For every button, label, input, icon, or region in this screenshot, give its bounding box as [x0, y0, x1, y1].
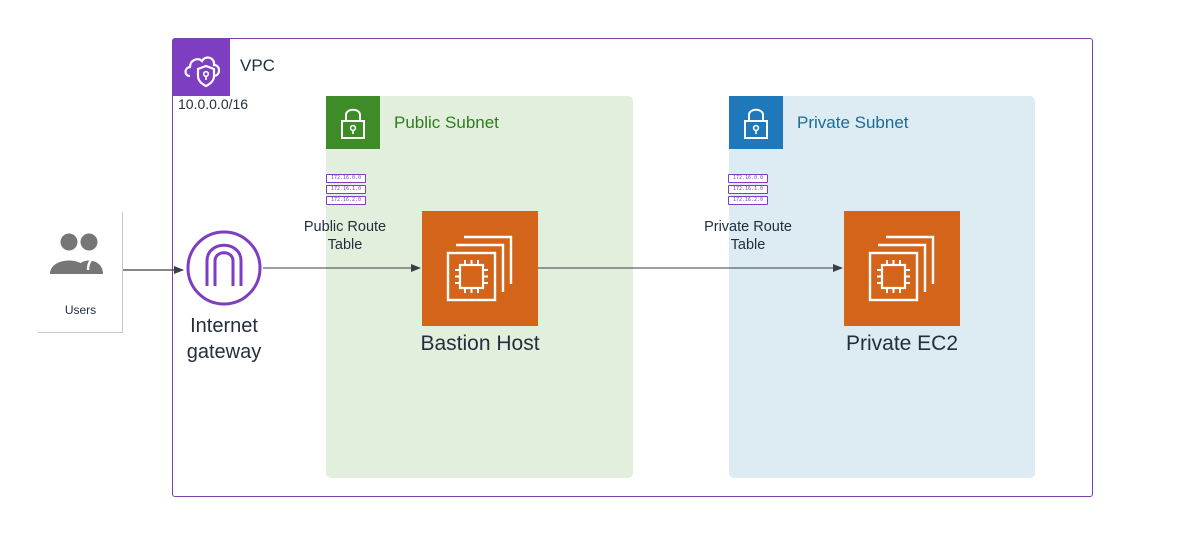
public-subnet-label: Public Subnet — [394, 113, 499, 132]
route-entry: 172.16.0.0 — [728, 174, 768, 183]
vpc-cidr: 10.0.0.0/16 — [178, 96, 249, 112]
public-subnet-lock-icon — [326, 96, 380, 149]
private-route-table-label: Private Route Table — [704, 219, 792, 253]
public-route-table-label: Public Route Table — [303, 219, 387, 253]
route-entry: 172.16.2.0 — [326, 196, 366, 205]
private-ec2-label: Private EC2 — [845, 332, 959, 355]
route-table-icon: 172.16.0.0 172.16.1.0 172.16.2.0 — [728, 174, 768, 205]
bastion-host-label: Bastion Host — [420, 332, 540, 355]
internet-gateway-icon — [185, 229, 263, 312]
vpc-container — [172, 38, 1093, 497]
users-icon — [46, 230, 114, 281]
private-subnet-lock-icon — [729, 96, 783, 149]
users-label: Users — [64, 303, 97, 317]
private-subnet-label: Private Subnet — [797, 113, 909, 132]
route-table-icon: 172.16.0.0 172.16.1.0 172.16.2.0 — [326, 174, 366, 205]
route-entry: 172.16.2.0 — [728, 196, 768, 205]
internet-gateway-label: Internet gateway — [186, 315, 262, 363]
route-entry: 172.16.1.0 — [728, 185, 768, 194]
route-entry: 172.16.1.0 — [326, 185, 366, 194]
vpc-label: VPC — [240, 56, 275, 75]
vpc-cloud-shield-icon — [173, 39, 230, 96]
bastion-host-ec2-icon — [422, 211, 538, 326]
private-ec2-icon — [844, 211, 960, 326]
route-entry: 172.16.0.0 — [326, 174, 366, 183]
